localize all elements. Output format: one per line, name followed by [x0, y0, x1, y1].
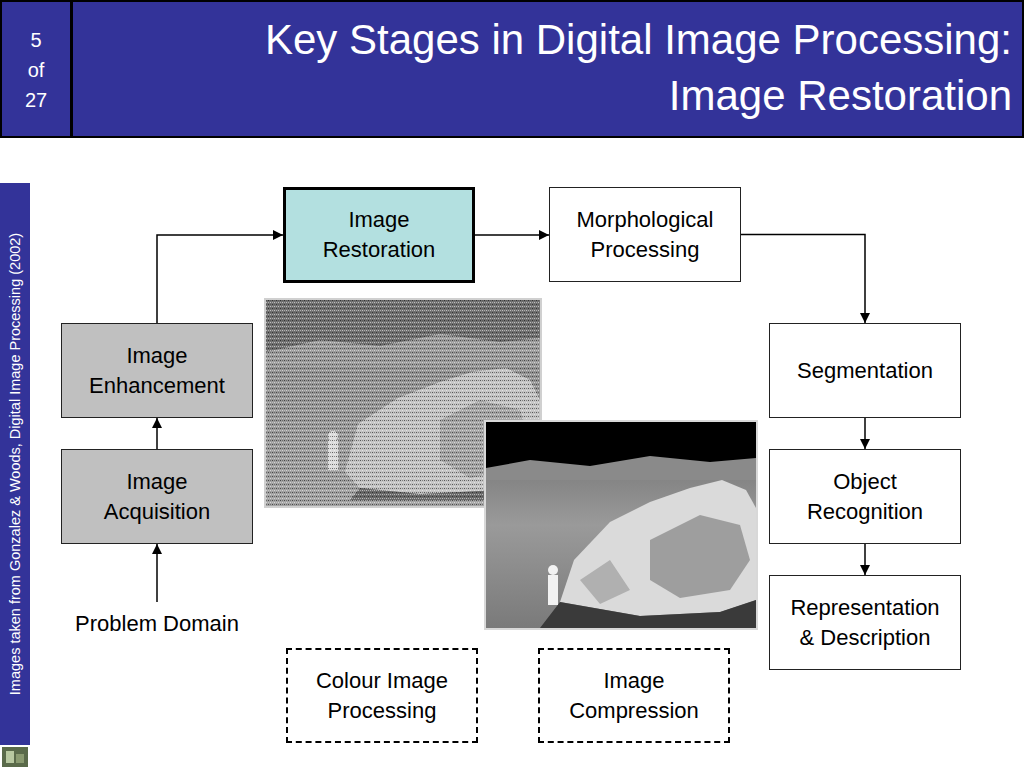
photo-rock-shade [650, 515, 750, 598]
logo-icon [2, 747, 28, 767]
logo-icon [6, 751, 14, 763]
box-text: Object Recognition [785, 467, 945, 527]
process-box: Object Recognition [769, 449, 961, 544]
optional-box: Image Compression [538, 648, 730, 743]
photo-astronaut [548, 575, 558, 605]
box-text: Colour Image Processing [302, 666, 462, 726]
flow-arrow [157, 235, 283, 323]
box-text: Problem Domain [75, 609, 239, 639]
process-box: Image Acquisition [61, 449, 253, 544]
process-box: Representation & Description [769, 575, 961, 670]
flow-arrow [864, 544, 866, 575]
photo-rock [560, 480, 756, 616]
side-band [0, 183, 30, 745]
flow-arrow [475, 234, 549, 236]
box-text: Representation & Description [785, 593, 945, 653]
process-box: Segmentation [769, 323, 961, 418]
header-band [1, 1, 1023, 137]
photo-ground [486, 422, 756, 628]
logo-icon [16, 754, 24, 763]
box-text: Image Acquisition [77, 467, 237, 527]
photo-frame [484, 420, 758, 630]
box-text: Morphological Processing [565, 205, 725, 265]
box-text: Image Restoration [299, 205, 459, 265]
flow-arrow [156, 418, 158, 449]
process-box: Image Enhancement [61, 323, 253, 418]
optional-box: Colour Image Processing [286, 648, 478, 743]
box-text: Image Enhancement [77, 341, 237, 401]
process-box: Morphological Processing [549, 187, 741, 282]
header-divider [70, 1, 73, 137]
source-label: Problem Domain [46, 602, 268, 646]
photo-astronaut [548, 565, 558, 575]
slide-number: 5 of 27 [21, 25, 51, 115]
flow-arrow [156, 544, 158, 602]
source-credit: Images taken from Gonzalez & Woods, Digi… [0, 183, 30, 745]
photo-hills [486, 456, 756, 480]
box-text: Image Compression [554, 666, 714, 726]
restored-photo [484, 420, 758, 630]
slide-title: Key Stages in Digital Image Processing: … [200, 12, 1012, 124]
box-text: Segmentation [797, 356, 933, 386]
process-box: Image Restoration [283, 187, 475, 283]
photo-shadow [540, 600, 756, 628]
flow-arrow [741, 235, 865, 324]
flow-arrow [864, 418, 866, 449]
photo-rock-shade [580, 560, 630, 604]
